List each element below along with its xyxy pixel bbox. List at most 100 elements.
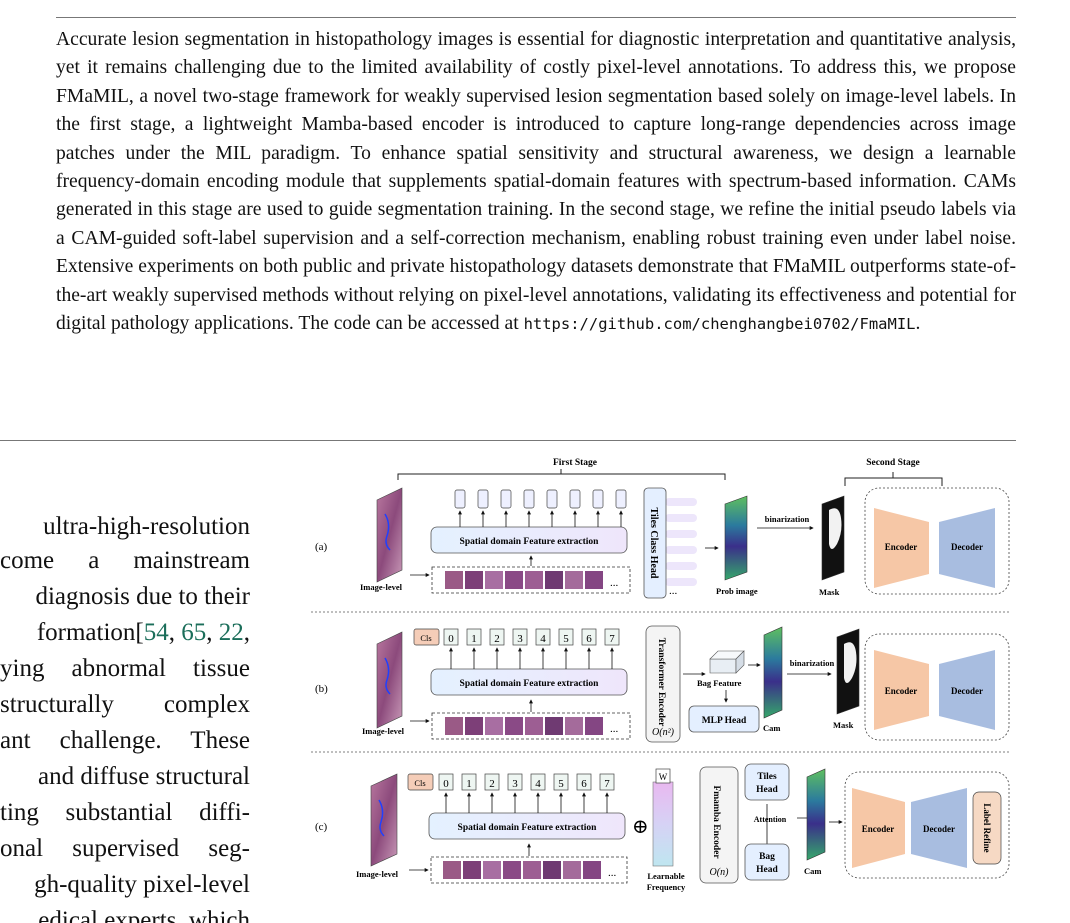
patch-strip-b [431, 712, 631, 740]
abstract-period: . [915, 313, 921, 335]
learnable-frequency-block [652, 781, 674, 867]
row-a-tag: (a) [315, 541, 328, 553]
intro-line: and diffuse structural [38, 763, 250, 790]
token-label: 6 [586, 633, 592, 645]
binarization-a: binarization [765, 514, 810, 524]
image-level-c: Image-level [356, 869, 399, 879]
w-label: W [659, 772, 668, 782]
intro-line: ant challenge. These [0, 727, 250, 754]
token-label: 0 [448, 633, 454, 645]
cls-token-c [407, 773, 434, 791]
code-link[interactable]: https://github.com/chenghangbei0702/FmaM… [523, 315, 916, 334]
bag-feature-cube [709, 650, 745, 674]
intro-line-citations: formation[54, 65, 22, [37, 618, 250, 648]
token-label: 5 [563, 633, 569, 645]
feature-extraction-b [430, 668, 628, 696]
label-refine-label: Label Refine [982, 803, 992, 852]
intro-line: ying abnormal tissue [0, 655, 250, 682]
token-label: 2 [489, 778, 495, 790]
encoder-label-c: Encoder [862, 824, 895, 834]
image-level-b: Image-level [362, 726, 405, 736]
transformer-encoder-label: Transformer Encoder [656, 638, 666, 727]
framework-figure: First Stage Second Stage (a) Image-level… [305, 452, 1015, 892]
segmentation-net-c [844, 771, 1010, 879]
token-label: 1 [466, 778, 472, 790]
binarization-b: binarization [790, 658, 835, 668]
token-label: 3 [512, 778, 518, 790]
intro-line: onal supervised seg- [0, 835, 250, 862]
class-head-stack-a [665, 498, 697, 586]
cam-c [806, 768, 826, 861]
decoder-label-a: Decoder [951, 542, 983, 552]
image-level-a: Image-level [360, 582, 403, 592]
wsi-thumbnail-b [376, 631, 403, 729]
citation-link[interactable]: 65 [181, 619, 207, 646]
ellipsis-a: ... [610, 577, 619, 589]
token-row-a [454, 489, 627, 509]
token-label: 4 [540, 633, 546, 645]
feature-label-c: Spatial domain Feature extraction [458, 823, 598, 833]
mask-label-a: Mask [819, 587, 840, 597]
transformer-encoder-b [645, 625, 681, 743]
intro-column-fragment: ultra-high-resolution come a mainstream … [0, 512, 252, 923]
mask-a [821, 495, 845, 581]
ellipsis-b: ... [610, 723, 619, 735]
add-operator: ⊕ [632, 816, 649, 838]
cls-label-c: Cls [414, 778, 425, 788]
tiles-head-label-2: Head [756, 785, 778, 795]
intro-text: formation[ [36, 619, 144, 646]
encoder-label-a: Encoder [885, 542, 918, 552]
intro-line: structurally complex [0, 691, 250, 718]
row-c-tag: (c) [315, 821, 328, 833]
fmamba-encoder [699, 766, 739, 884]
intro-line: diagnosis due to their [35, 583, 250, 610]
bag-feature-label: Bag Feature [697, 678, 742, 688]
frequency-label: Frequency [647, 882, 686, 892]
token-row-c [438, 773, 615, 791]
attention-label: Attention [754, 815, 787, 824]
token-label: 0 [443, 778, 449, 790]
intro-line: come a mainstream [0, 547, 250, 574]
mask-label-b: Mask [833, 720, 854, 730]
cam-label-c: Cam [804, 866, 821, 876]
complexity-b: O(n²) [652, 727, 675, 738]
bag-head [744, 843, 790, 881]
token-label: 4 [535, 778, 541, 790]
decoder-label-b: Decoder [951, 686, 983, 696]
abstract-paragraph: Accurate lesion segmentation in histopat… [56, 26, 1016, 338]
feature-label-b: Spatial domain Feature extraction [460, 679, 600, 689]
intro-line: gh-quality pixel-level [34, 871, 250, 898]
cls-label-b: Cls [420, 633, 431, 643]
patch-strip-c [430, 856, 628, 884]
encoder-label-b: Encoder [885, 686, 918, 696]
top-rule [56, 17, 1016, 18]
mlp-head [688, 705, 760, 733]
ellipsis-c: ... [608, 867, 617, 879]
citation-link[interactable]: 54 [143, 619, 169, 646]
patch-strip-a [431, 566, 631, 594]
learnable-label: Learnable [647, 871, 685, 881]
feature-label-a: Spatial domain Feature extraction [460, 537, 600, 547]
mlp-head-label: MLP Head [702, 716, 747, 726]
token-label: 7 [604, 778, 610, 790]
cls-token-b [413, 628, 440, 646]
bag-head-label-1: Bag [759, 852, 775, 862]
intro-line: ting substantial diffi- [0, 799, 250, 826]
tiles-head [744, 763, 790, 801]
tiles-class-head-a [643, 487, 667, 599]
citation-link[interactable]: 22 [218, 619, 244, 646]
abstract-text: Accurate lesion segmentation in histopat… [56, 29, 1016, 335]
token-label: 2 [494, 633, 500, 645]
intro-line: ultra-high-resolution [43, 513, 250, 540]
fmamba-encoder-label: Fmamba Encoder [711, 785, 721, 859]
segmentation-net-a [864, 487, 1010, 595]
row-b-tag: (b) [315, 683, 328, 695]
framework-diagram: First Stage Second Stage (a) Image-level… [311, 458, 1011, 892]
first-stage-brace [397, 469, 726, 480]
token-row-b [443, 628, 620, 646]
prob-image-label: Prob image [716, 586, 758, 596]
w-weight-box [655, 768, 671, 784]
section-rule [0, 440, 1016, 441]
second-stage-brace [844, 472, 943, 486]
feature-extraction-c [428, 812, 626, 840]
